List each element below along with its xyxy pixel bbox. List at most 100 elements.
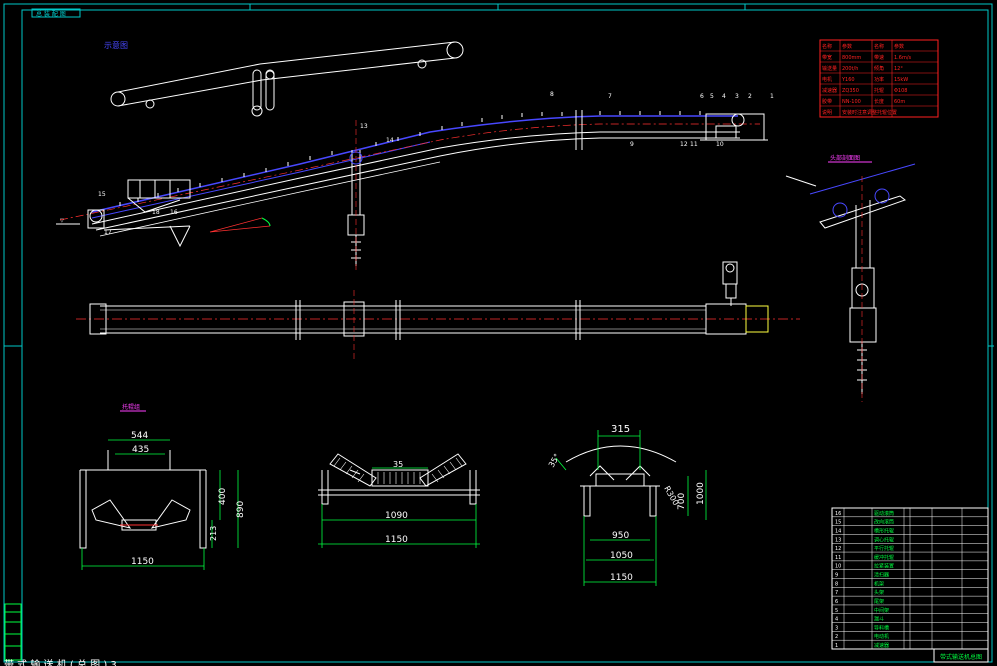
tech-table-cell: Φ108 — [894, 88, 907, 94]
parts-row-number: 9 — [835, 573, 838, 579]
return-belt — [91, 141, 431, 219]
tech-table-cell: 名称 — [822, 43, 832, 50]
part-number-label: 2 — [748, 93, 752, 100]
tech-table-cell: 1.6m/s — [894, 55, 912, 61]
head-section — [700, 113, 768, 141]
part-number-label: 5 — [710, 93, 714, 100]
plan-breaks — [295, 300, 581, 340]
parts-row-number: 12 — [835, 546, 841, 552]
elevation-mark: ▽ — [60, 218, 64, 224]
tech-table-cell: 800mm — [842, 55, 861, 61]
plan-view — [76, 261, 800, 360]
tail-frame — [87, 209, 105, 229]
plan-tail — [89, 303, 107, 335]
carrying-belt — [91, 115, 738, 213]
part-number-label: 12 — [680, 141, 688, 148]
left-stamp — [4, 603, 22, 661]
tech-table-cell: 说明 — [822, 109, 832, 116]
tech-table-cell: 胶带 — [822, 98, 832, 105]
sec2-w1-dim: 1090 — [385, 511, 408, 521]
head-section-title: 头部剖面图 — [830, 154, 860, 162]
parts-row-number: 7 — [835, 590, 838, 596]
sec1-h1-dim: 400 — [218, 488, 228, 505]
parts-row-name: 中间架 — [874, 607, 889, 614]
center-line — [59, 123, 760, 221]
tech-table-cell: 倾角 — [874, 65, 884, 72]
parts-row-name: 减速器 — [874, 642, 889, 649]
part-number-label: 8 — [550, 91, 554, 98]
parts-row-name: 驱动滚筒 — [874, 510, 894, 517]
parts-row-number: 8 — [835, 581, 838, 587]
tech-table-cell: Y160 — [841, 77, 855, 83]
tech-table-cell: 安装时注意调整托辊位置 — [842, 109, 897, 116]
parts-row-number: 3 — [835, 625, 838, 631]
tech-table-cell: 15kW — [894, 77, 908, 83]
part-number-label: 16 — [170, 209, 178, 216]
parts-row-number: 4 — [835, 617, 838, 623]
part-number-label: 13 — [360, 123, 368, 130]
parts-row-number: 1 — [835, 643, 838, 649]
cross-section-1 — [79, 450, 207, 549]
sec3-w1-dim: 950 — [612, 531, 629, 541]
cross-section-3 — [565, 445, 677, 517]
tech-table-cell: 60m — [894, 99, 905, 105]
parts-row-name: 拉紧装置 — [874, 563, 894, 570]
parts-row-number: 2 — [835, 634, 838, 640]
parts-row-number: 10 — [835, 564, 841, 570]
sec3-angle-dim: 35° — [547, 452, 562, 469]
tech-table-cell: 输送量 — [822, 65, 837, 72]
inner-frame — [21, 9, 989, 663]
parts-row-number: 11 — [835, 555, 841, 561]
parts-row-number: 15 — [835, 520, 841, 526]
tech-table-cell: 12° — [894, 66, 903, 72]
part-number-label: 18 — [152, 209, 160, 216]
part-number-label: 11 — [690, 141, 698, 148]
sec1-bottom-dim: 1150 — [131, 557, 154, 567]
parts-row-name: 电动机 — [874, 633, 889, 640]
angle-arc — [261, 217, 271, 227]
angle-lines — [209, 217, 271, 233]
sec2-w2-dim: 1150 — [385, 535, 408, 545]
part-number-label: 9 — [630, 141, 634, 148]
lower-frame — [99, 161, 441, 237]
part-number-label: 17 — [104, 229, 112, 236]
tech-table-cell: 参数 — [894, 43, 904, 50]
sec1-top-dim: 544 — [131, 431, 148, 441]
tech-table-cell: 带速 — [874, 55, 884, 61]
parts-row-number: 16 — [835, 511, 841, 517]
part-number-label: 15 — [98, 191, 106, 198]
sec3-h1-dim: 700 — [677, 493, 687, 510]
top-left-tag: 总 装 配 图 — [36, 10, 66, 18]
parts-row-name: 平行托辊 — [874, 545, 894, 552]
cross-section-3-dims — [555, 430, 707, 586]
tech-table-cell: 长度 — [874, 98, 884, 105]
parts-row-name: 机架 — [874, 580, 884, 587]
part-number-label: 1 — [770, 93, 774, 100]
tech-table-cell: NN-100 — [842, 99, 861, 105]
tech-table-cell: 减速器 — [822, 87, 837, 94]
tech-table-cell: 功率 — [874, 76, 884, 83]
part-number-label: 3 — [735, 93, 739, 100]
sec3-w2-dim: 1050 — [610, 551, 633, 561]
part-number-label: 14 — [386, 137, 394, 144]
stringer-top — [91, 131, 740, 225]
part-number-label: 4 — [722, 93, 726, 100]
parts-row-name: 尾架 — [874, 599, 884, 605]
parts-row-name: 漏斗 — [874, 616, 884, 623]
cross-section-2-dims — [318, 467, 480, 548]
top-left-tag-box — [31, 8, 81, 18]
sec1-inner-dim: 435 — [132, 445, 149, 455]
parts-row-name: 缓冲托辊 — [874, 554, 894, 561]
tech-table-cell: ZQ350 — [842, 88, 859, 94]
parts-row-name: 槽形托辊 — [874, 527, 894, 534]
tech-table-cell: 托辊 — [874, 87, 884, 94]
base-support — [56, 223, 191, 248]
parts-row-number: 5 — [835, 608, 838, 614]
idler-marks — [119, 111, 701, 206]
tech-table-cell: 电机 — [822, 76, 832, 83]
tail-hopper — [127, 179, 191, 213]
